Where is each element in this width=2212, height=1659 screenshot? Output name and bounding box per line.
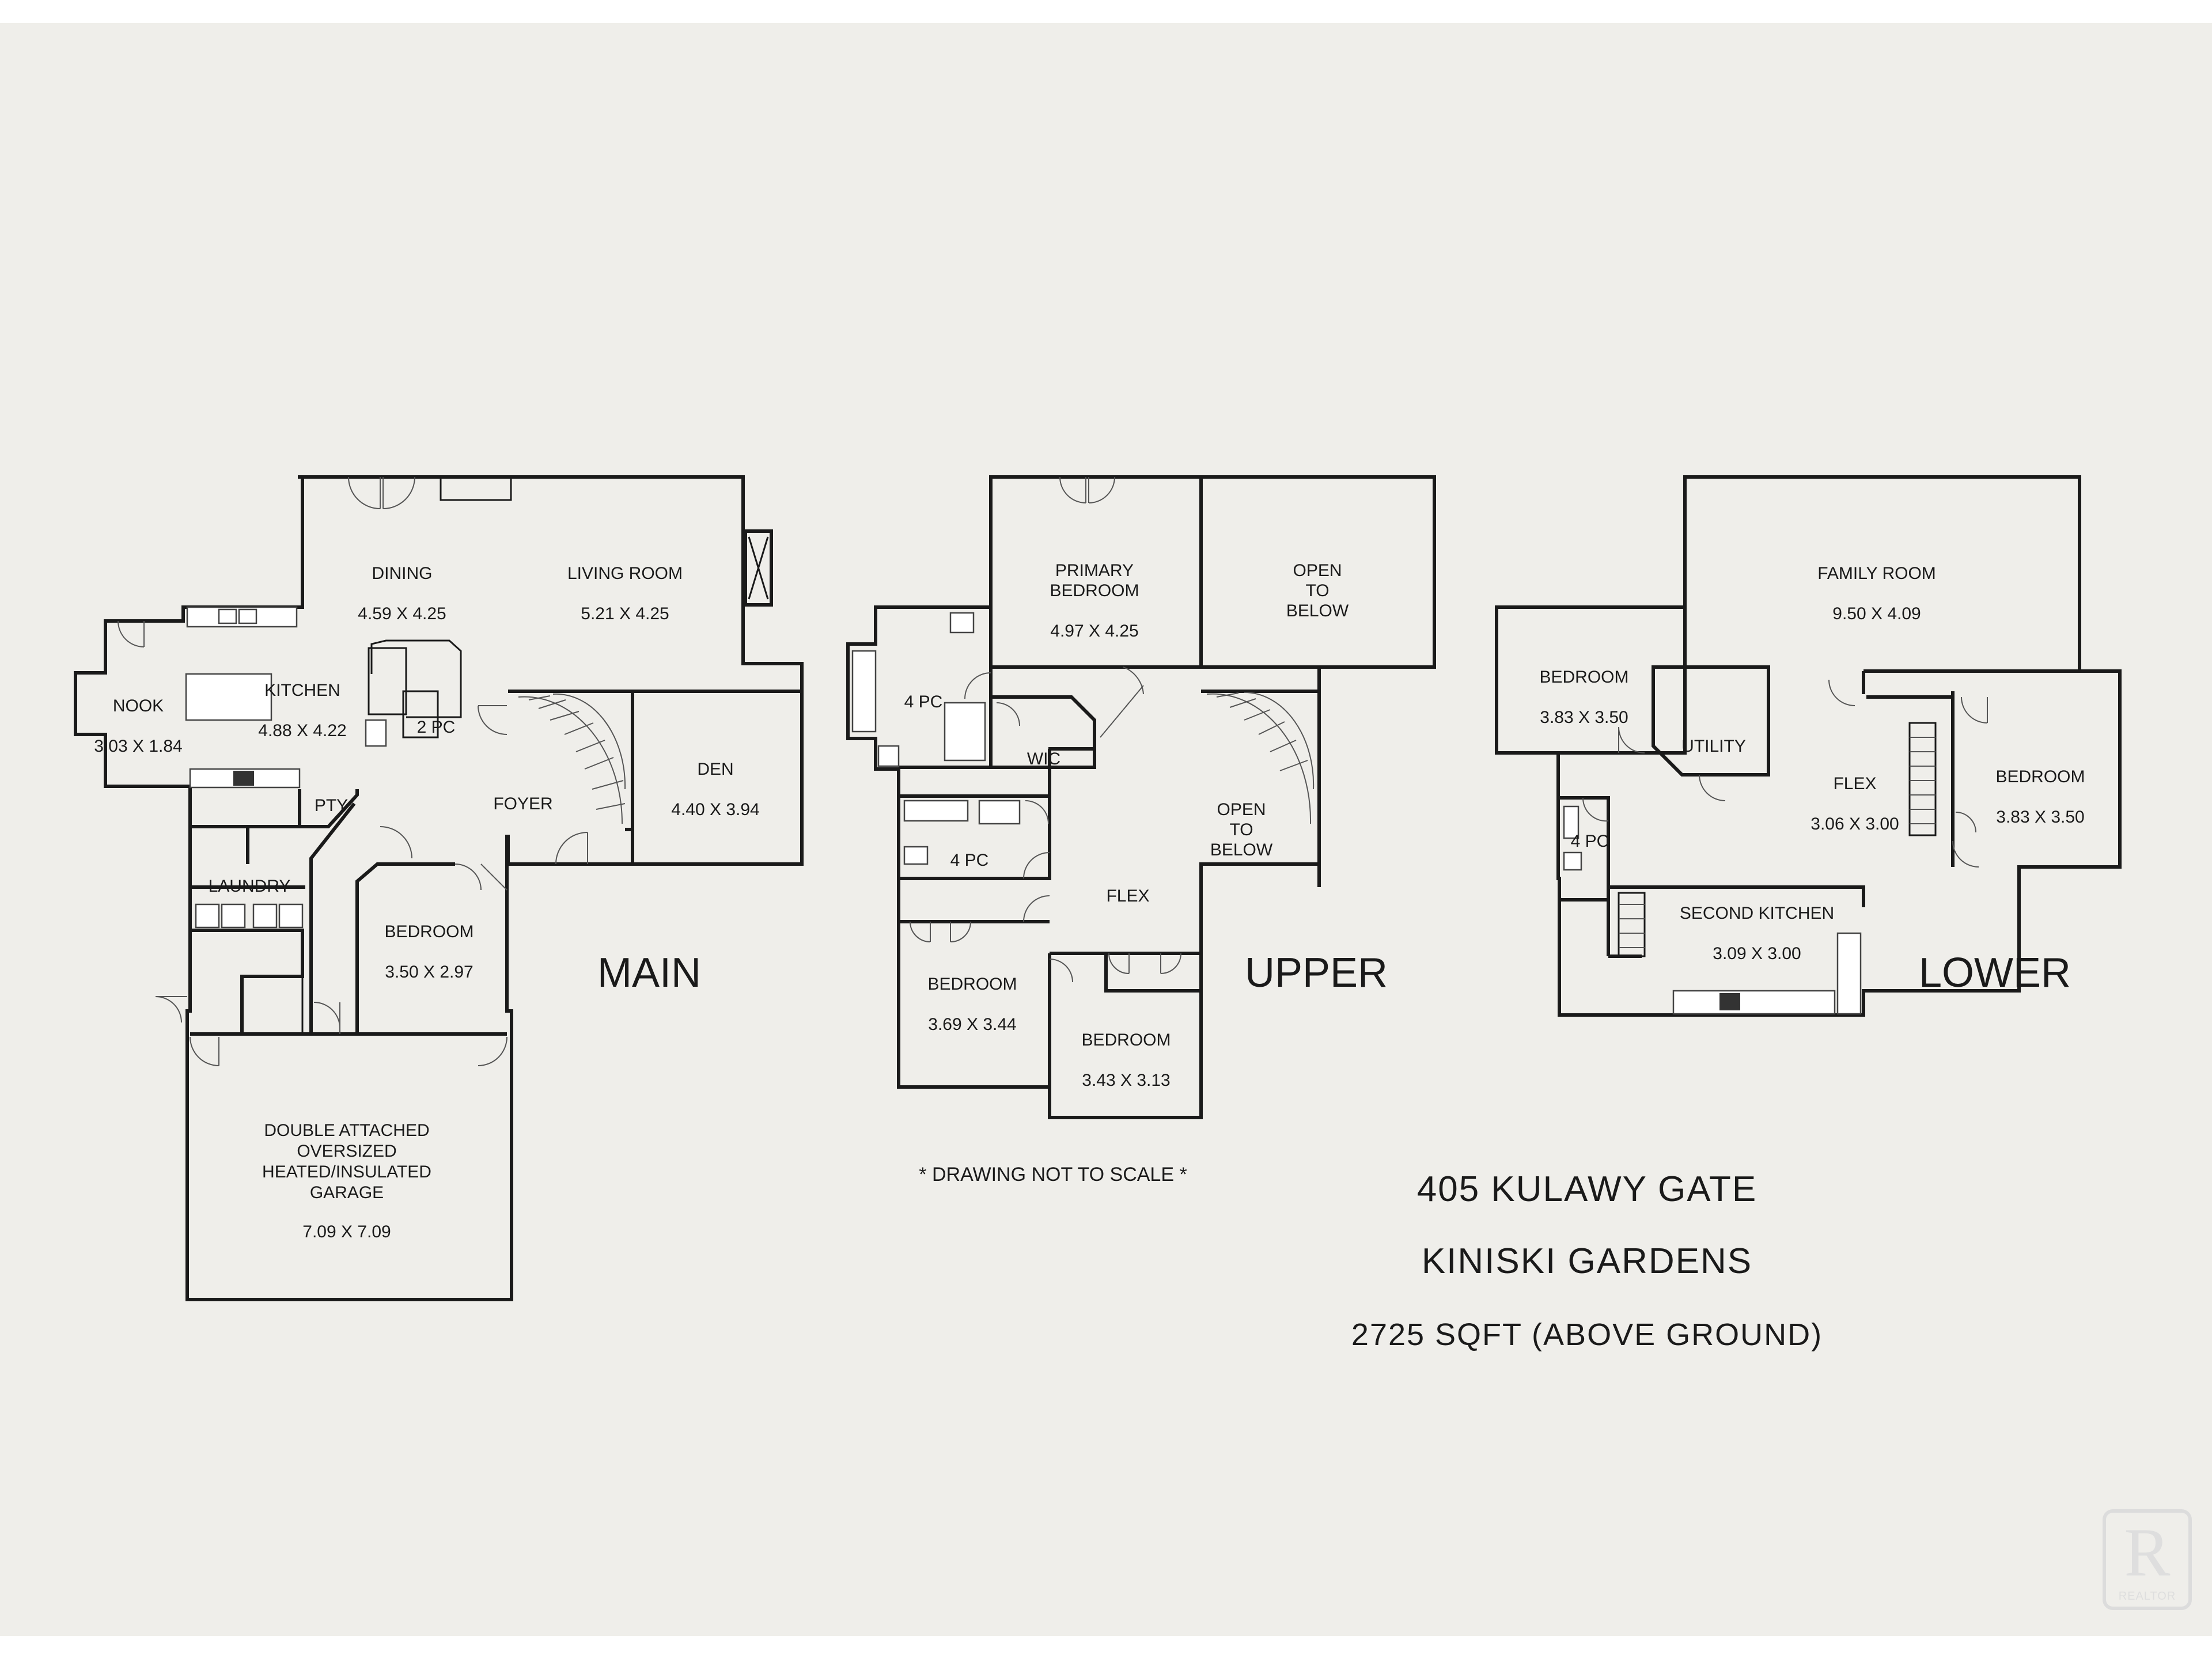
watermark-letter: R	[2124, 1514, 2171, 1590]
main-garage-label-1: DOUBLE ATTACHED	[264, 1121, 429, 1140]
upper-open-top-2: TO	[1305, 581, 1329, 600]
main-pantry-label: PTY	[315, 796, 348, 815]
property-address: 405 KULAWY GATE	[1417, 1169, 1758, 1209]
upper-primary-size: 4.97 X 4.25	[1050, 622, 1138, 641]
main-level-label: MAIN	[597, 950, 701, 996]
upper-bath-label: 4 PC	[950, 851, 989, 870]
main-living-size: 5.21 X 4.25	[581, 604, 669, 623]
upper-level-label: UPPER	[1245, 950, 1388, 996]
main-foyer-label: FOYER	[493, 794, 552, 813]
property-area: 2725 SQFT (ABOVE GROUND)	[1351, 1317, 1823, 1352]
main-garage-size: 7.09 X 7.09	[302, 1222, 391, 1241]
main-laundry-label: LAUNDRY	[209, 877, 291, 896]
main-living-label: LIVING ROOM	[567, 564, 683, 583]
property-community: KINISKI GARDENS	[1422, 1241, 1752, 1281]
main-powder-label: 2 PC	[417, 718, 456, 737]
lower-utility-label: UTILITY	[1681, 737, 1746, 756]
lower-bath-label: 4 PC	[1571, 832, 1609, 851]
property-info: 405 KULAWY GATE KINISKI GARDENS 2725 SQF…	[1351, 1169, 1823, 1352]
main-den-label: DEN	[697, 760, 733, 779]
lower-flex-size: 3.06 X 3.00	[1810, 815, 1899, 834]
lower-kitchen2-label: SECOND KITCHEN	[1680, 904, 1834, 923]
main-bedroom-size: 3.50 X 2.97	[385, 963, 473, 982]
upper-bedroom-b-size: 3.43 X 3.13	[1082, 1071, 1170, 1090]
lower-bedroom-a-label: BEDROOM	[1539, 668, 1628, 687]
main-dining-label: DINING	[372, 564, 433, 583]
main-den-size: 4.40 X 3.94	[671, 800, 759, 819]
lower-family-label: FAMILY ROOM	[1817, 564, 1936, 583]
main-garage-label-4: GARAGE	[310, 1183, 384, 1202]
floor-plan-sheet: DINING 4.59 X 4.25 LIVING ROOM 5.21 X 4.…	[0, 23, 2212, 1636]
upper-flex-label: FLEX	[1106, 887, 1149, 906]
lower-bedroom-a-size: 3.83 X 3.50	[1540, 708, 1628, 727]
floor-plan-drawing: DINING 4.59 X 4.25 LIVING ROOM 5.21 X 4.…	[74, 475, 2122, 1352]
main-kitchen-size: 4.88 X 4.22	[258, 721, 346, 740]
upper-primary-label-2: BEDROOM	[1050, 581, 1139, 600]
lower-bedroom-b-label: BEDROOM	[1995, 767, 2085, 786]
realtor-r-logo-icon: R REALTOR	[2103, 1509, 2192, 1610]
upper-open-top-3: BELOW	[1286, 601, 1349, 620]
main-floor-plan: DINING 4.59 X 4.25 LIVING ROOM 5.21 X 4.…	[74, 475, 804, 1301]
upper-bedroom-a-size: 3.69 X 3.44	[928, 1015, 1016, 1034]
lower-kitchen2-size: 3.09 X 3.00	[1713, 944, 1801, 963]
main-bedroom-label: BEDROOM	[384, 922, 474, 941]
upper-open-stair-2: TO	[1229, 820, 1253, 839]
main-nook-size: 3.03 X 1.84	[94, 737, 182, 756]
lower-flex-label: FLEX	[1833, 774, 1876, 793]
upper-floor-plan: PRIMARY BEDROOM 4.97 X 4.25 OPEN TO BELO…	[846, 475, 1436, 1185]
upper-bedroom-a-label: BEDROOM	[927, 975, 1017, 994]
upper-open-stair-3: BELOW	[1210, 840, 1273, 859]
upper-bedroom-b-label: BEDROOM	[1081, 1031, 1171, 1050]
lower-family-size: 9.50 X 4.09	[1832, 604, 1921, 623]
main-garage-label-3: HEATED/INSULATED	[262, 1162, 431, 1181]
upper-ensuite-label: 4 PC	[904, 692, 943, 711]
scale-note: * DRAWING NOT TO SCALE *	[919, 1164, 1187, 1185]
upper-open-top-1: OPEN	[1293, 561, 1342, 580]
lower-bedroom-b-size: 3.83 X 3.50	[1996, 808, 2084, 827]
upper-open-stair-1: OPEN	[1217, 800, 1266, 819]
main-kitchen-label: KITCHEN	[264, 681, 340, 700]
lower-floor-plan: FAMILY ROOM 9.50 X 4.09 BEDROOM 3.83 X 3…	[1495, 475, 2122, 1017]
main-garage-label-2: OVERSIZED	[297, 1142, 396, 1161]
upper-wic-label: WIC	[1027, 749, 1060, 768]
main-nook-label: NOOK	[113, 696, 164, 715]
main-dining-size: 4.59 X 4.25	[358, 604, 446, 623]
watermark-caption: REALTOR	[2118, 1590, 2176, 1603]
upper-primary-label-1: PRIMARY	[1055, 561, 1134, 580]
lower-level-label: LOWER	[1919, 950, 2071, 996]
